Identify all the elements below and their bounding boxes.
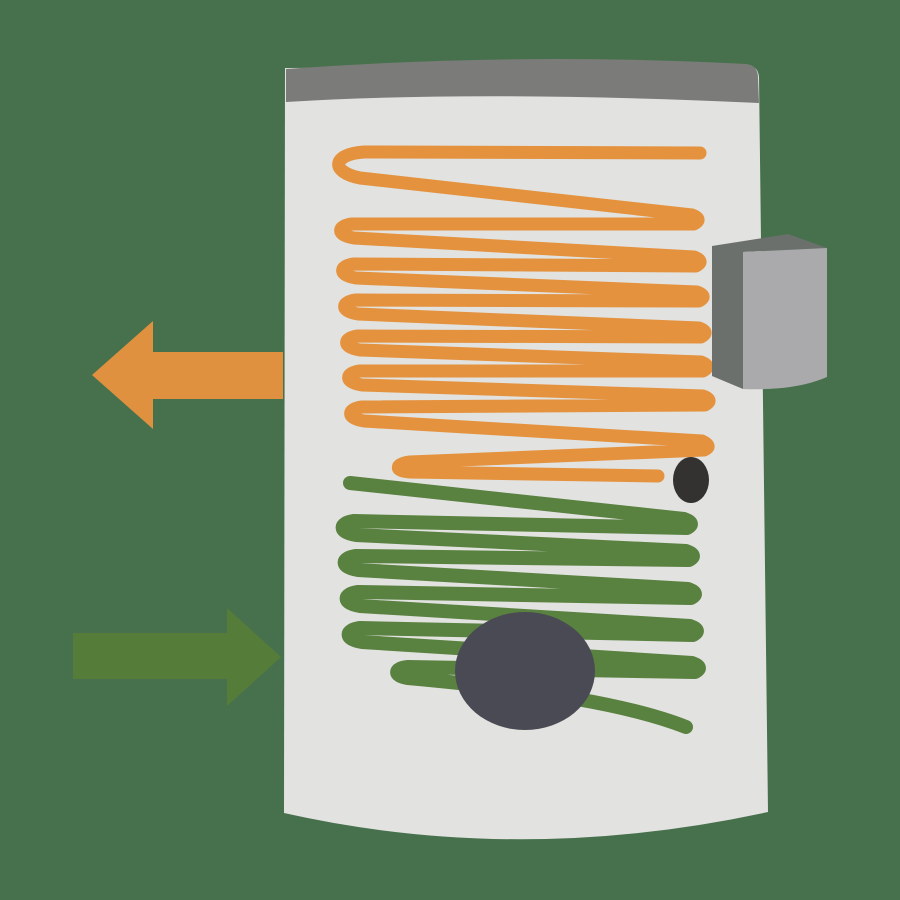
small-port	[673, 457, 709, 503]
tank-top-cap	[286, 59, 759, 103]
inflow-arrow-right	[73, 608, 281, 706]
upper-heating-coil	[332, 145, 716, 483]
lower-heating-coil	[335, 476, 706, 734]
thermostat-box-side	[712, 234, 827, 389]
large-port	[455, 612, 595, 730]
thermostat-box-front	[743, 248, 827, 390]
outflow-arrow-left	[92, 321, 283, 429]
